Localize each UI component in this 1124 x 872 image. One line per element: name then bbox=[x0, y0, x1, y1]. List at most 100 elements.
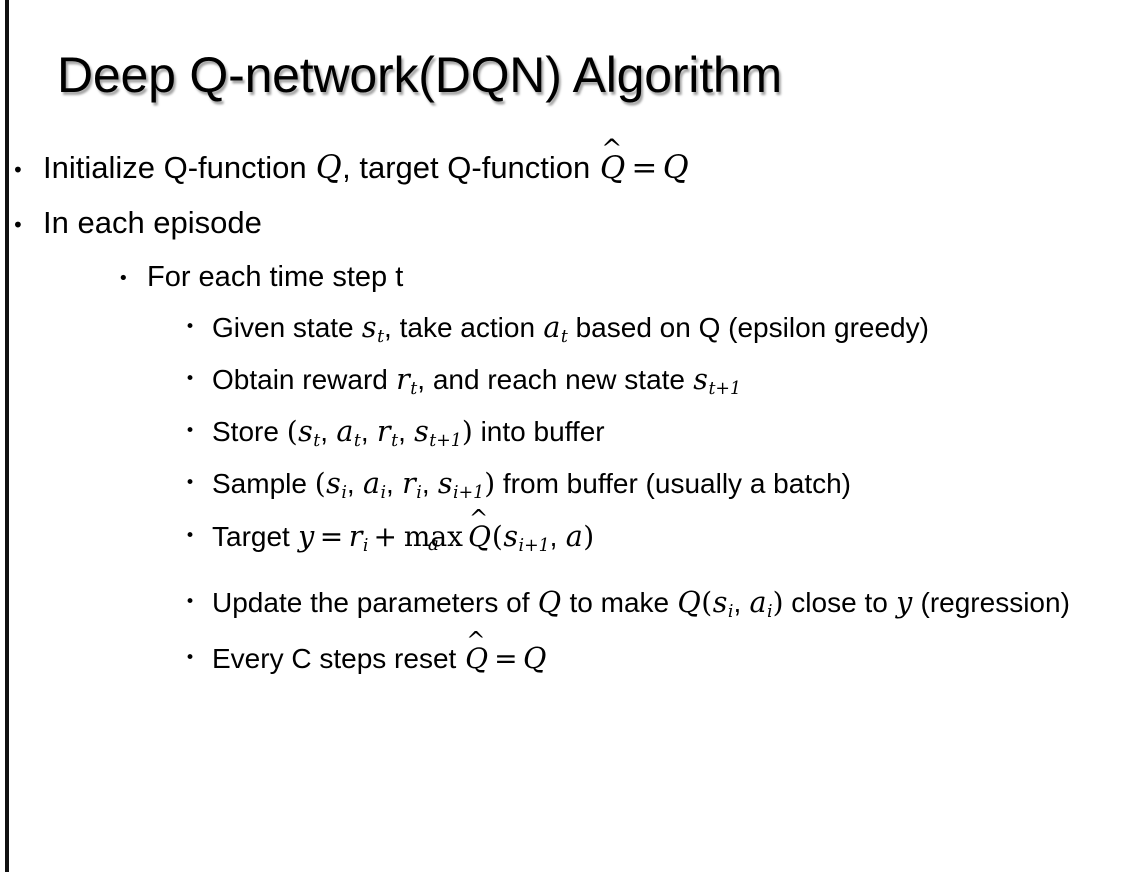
bullet-dot-icon: • bbox=[185, 369, 196, 390]
paren-close: ) bbox=[772, 585, 784, 619]
bullet-in-each-episode-text: In each episode bbox=[43, 205, 262, 241]
math-r: r bbox=[376, 414, 391, 449]
paren-close: ) bbox=[461, 415, 473, 449]
bullet-every-c-steps: • Every C steps reset ^Q=Q bbox=[0, 630, 1124, 678]
hat-accent-icon: ^ bbox=[601, 133, 623, 164]
left-accent-rule bbox=[5, 0, 9, 872]
text-fragment: , bbox=[549, 520, 566, 552]
math-plus: + bbox=[373, 519, 397, 553]
bullet-dot-icon: • bbox=[185, 473, 196, 494]
math-r-subscript: t bbox=[391, 431, 399, 452]
math-s-next: s bbox=[414, 414, 429, 449]
bullet-given-state: • Given state st, take action at based o… bbox=[0, 309, 1124, 349]
math-r-subscript: i bbox=[416, 483, 422, 504]
bullet-dot-icon: • bbox=[118, 268, 129, 290]
math-q-hat: ^Q bbox=[467, 507, 492, 556]
math-s: s bbox=[326, 466, 341, 501]
math-q-hat: ^Q bbox=[599, 135, 626, 188]
math-q-2: Q bbox=[677, 584, 701, 619]
math-q: Q bbox=[315, 150, 342, 186]
page-title: Deep Q-network(DQN) Algorithm bbox=[57, 47, 782, 103]
hat-accent-icon: ^ bbox=[466, 627, 486, 654]
math-s-next-subscript: i+1 bbox=[453, 483, 485, 504]
bullet-initialize: • Initialize Q-function Q, target Q-func… bbox=[0, 135, 1124, 189]
bullet-for-each-time-step: • For each time step t bbox=[0, 259, 1124, 297]
text-fragment: Initialize Q-function bbox=[43, 150, 316, 185]
text-fragment: from buffer (usually a batch) bbox=[495, 468, 851, 500]
bullet-obtain-reward: • Obtain reward rt, and reach new state … bbox=[0, 361, 1124, 401]
math-y: y bbox=[896, 584, 913, 619]
text-fragment: , bbox=[320, 416, 336, 448]
math-q-hat-base: Q bbox=[599, 150, 626, 186]
math-s: s bbox=[361, 310, 377, 345]
bullet-sample-from-buffer-text: Sample (si, ai, ri, si+1) from buffer (u… bbox=[212, 465, 1084, 505]
math-s-subscript: i bbox=[341, 483, 347, 504]
math-q-2: Q bbox=[662, 150, 689, 186]
text-fragment: Store bbox=[212, 416, 287, 448]
math-s-subscript: t+1 bbox=[708, 379, 742, 400]
math-a: a bbox=[362, 466, 380, 501]
text-fragment: , bbox=[346, 468, 363, 500]
bullet-dot-icon: • bbox=[185, 421, 196, 442]
math-q: Q bbox=[523, 640, 547, 675]
math-max-label: max bbox=[403, 519, 463, 553]
math-r-subscript: i bbox=[362, 535, 369, 556]
math-s-next-subscript: t+1 bbox=[429, 431, 462, 452]
hat-accent-icon: ^ bbox=[469, 505, 489, 532]
math-equals: = bbox=[319, 519, 344, 553]
math-max-limit: a bbox=[427, 533, 439, 555]
text-fragment: Given state bbox=[212, 312, 362, 344]
text-fragment: Target bbox=[212, 520, 298, 552]
paren-open: ( bbox=[491, 519, 503, 553]
text-fragment: , bbox=[360, 416, 377, 448]
bullet-dot-icon: • bbox=[12, 213, 24, 238]
math-r: r bbox=[402, 466, 416, 501]
bullet-dot-icon: • bbox=[185, 525, 196, 546]
math-s: s bbox=[693, 362, 708, 397]
paren-open: ( bbox=[286, 415, 298, 449]
text-fragment: , bbox=[421, 468, 438, 500]
math-s-subscript: i bbox=[727, 601, 734, 622]
text-fragment: , bbox=[733, 586, 749, 618]
text-fragment: Every C steps reset bbox=[212, 642, 465, 674]
math-s-subscript: t bbox=[377, 327, 385, 348]
math-s-next: s bbox=[437, 466, 453, 501]
text-fragment: to make bbox=[561, 586, 677, 618]
bullet-for-each-time-step-text: For each time step t bbox=[147, 261, 404, 294]
math-q-hat: ^Q bbox=[464, 630, 489, 678]
text-fragment: , take action bbox=[384, 312, 543, 344]
math-q-hat-base: Q bbox=[467, 519, 491, 553]
bullet-update-parameters-text: Update the parameters of Q to make Q(si,… bbox=[212, 584, 1084, 624]
math-s: s bbox=[298, 414, 313, 449]
text-fragment: (regression) bbox=[912, 586, 1070, 618]
paren-open: ( bbox=[701, 585, 713, 619]
math-a: a bbox=[749, 584, 767, 619]
math-s: s bbox=[712, 584, 728, 619]
text-fragment: close to bbox=[783, 586, 896, 618]
math-r: r bbox=[348, 518, 363, 553]
bullet-dot-icon: • bbox=[185, 317, 196, 338]
math-equals: = bbox=[494, 641, 518, 675]
math-a-subscript: i bbox=[767, 601, 773, 622]
math-r: r bbox=[396, 362, 410, 397]
math-a-subscript: t bbox=[560, 327, 568, 348]
math-y: y bbox=[298, 518, 315, 553]
bullet-given-state-text: Given state st, take action at based on … bbox=[212, 309, 1084, 349]
text-fragment: into buffer bbox=[472, 416, 605, 448]
math-q: Q bbox=[537, 584, 562, 619]
bullet-obtain-reward-text: Obtain reward rt, and reach new state st… bbox=[212, 361, 1084, 401]
text-fragment: , target Q-function bbox=[342, 150, 599, 185]
bullet-dot-icon: • bbox=[185, 647, 196, 668]
bullet-every-c-steps-text: Every C steps reset ^Q=Q bbox=[212, 630, 1084, 678]
text-fragment: based on Q (epsilon greedy) bbox=[567, 312, 929, 344]
text-fragment: Sample bbox=[212, 468, 315, 500]
bullet-store-into-buffer-text: Store (st, at, rt, st+1) into buffer bbox=[212, 413, 1084, 453]
math-a: a bbox=[565, 518, 583, 553]
bullet-store-into-buffer: • Store (st, at, rt, st+1) into buffer bbox=[0, 413, 1124, 453]
bullet-sample-from-buffer: • Sample (si, ai, ri, si+1) from buffer … bbox=[0, 465, 1124, 505]
math-r-subscript: t bbox=[410, 379, 418, 400]
math-a: a bbox=[336, 414, 354, 449]
bullet-dot-icon: • bbox=[12, 158, 24, 182]
